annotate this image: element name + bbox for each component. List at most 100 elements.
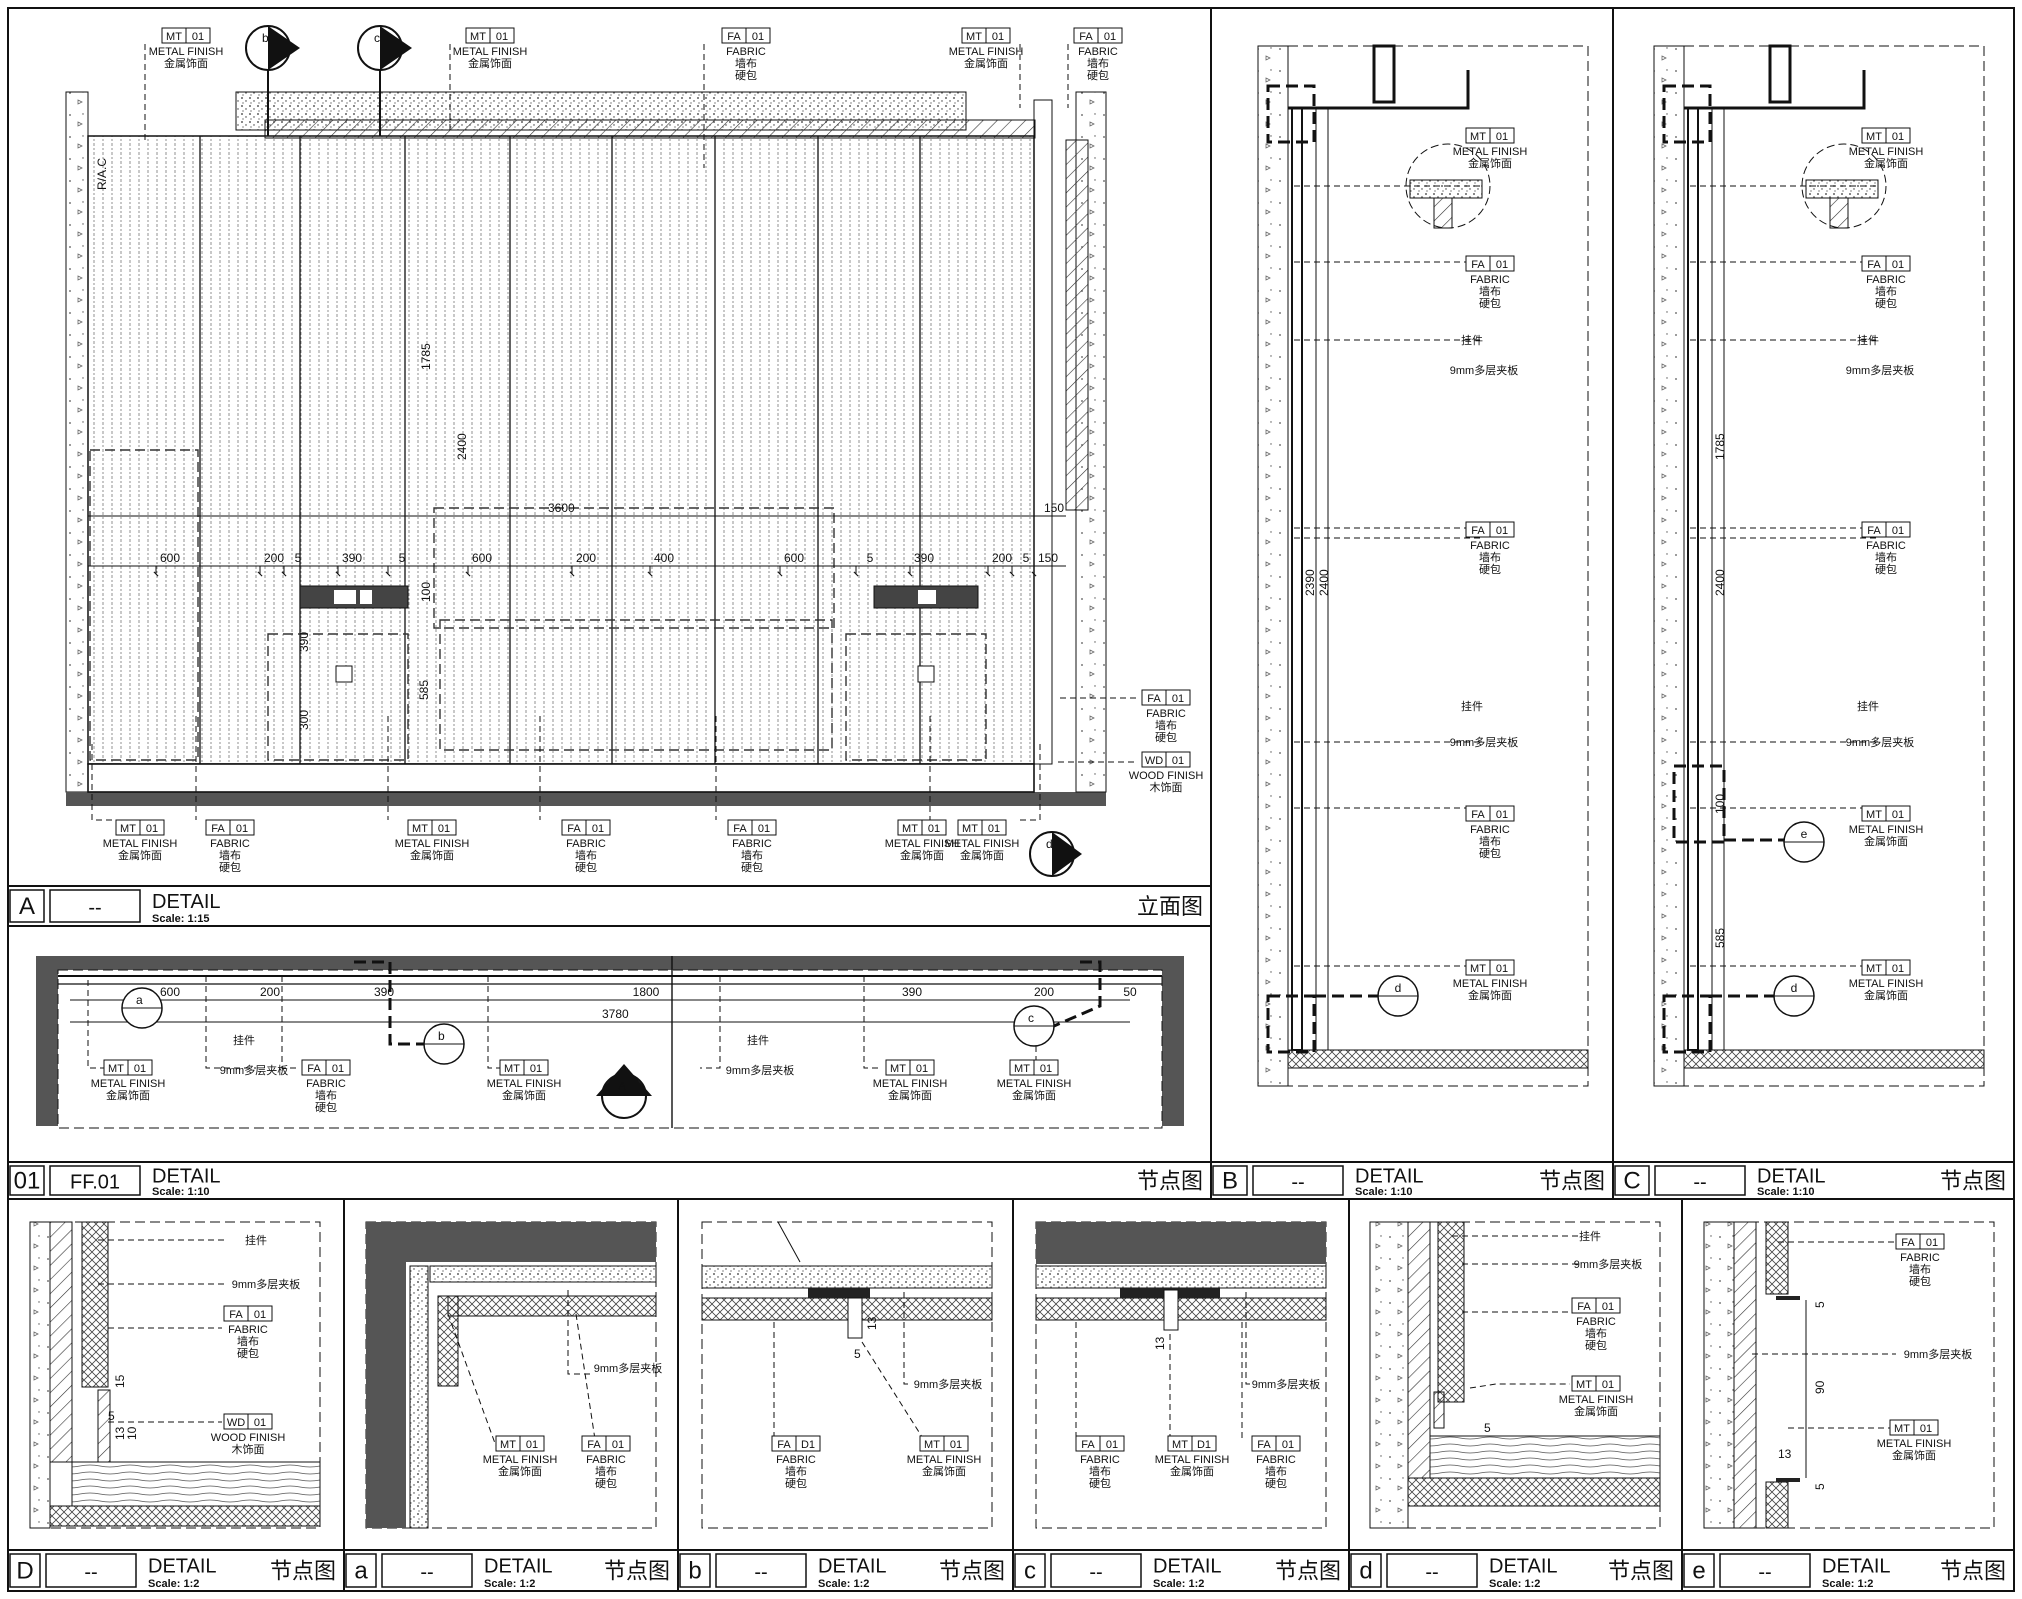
plan-leaders: [87, 976, 1037, 1069]
d-dim-15: 15: [113, 1374, 127, 1388]
dim-value: 150: [1038, 551, 1058, 565]
panel-id: c: [1024, 1558, 1036, 1585]
tag-type: MT: [1894, 1423, 1910, 1435]
tag-desc: 硬包: [1479, 847, 1501, 860]
tag-desc: 硬包: [1089, 1477, 1111, 1490]
tag-type: FA: [1079, 31, 1093, 43]
panel-scale: Scale: 1:2: [1153, 1578, 1204, 1590]
callout-letter: d: [1395, 981, 1402, 995]
detail-callout-box: [1662, 994, 1712, 1054]
tag-desc: METAL FINISH: [885, 838, 960, 850]
tag-desc: METAL FINISH: [453, 46, 528, 58]
panel-code: --: [1693, 1172, 1706, 1194]
fabric-wall-panel: [87, 135, 1035, 765]
tag-desc: 硬包: [1585, 1339, 1607, 1352]
panel-code: --: [754, 1562, 767, 1584]
tag-desc: FABRIC: [586, 1454, 626, 1466]
tag-type: MT: [1866, 963, 1882, 975]
c-dim-13: 13: [1153, 1336, 1167, 1350]
tag-desc: 墙布: [1875, 284, 1897, 298]
panel-code: --: [1758, 1562, 1771, 1584]
tag-desc: 墙布: [735, 56, 757, 70]
dim-value: 600: [472, 551, 492, 565]
detail-frame: [1683, 45, 1985, 1087]
wall-hatch: [1257, 45, 1289, 1087]
tag-desc: 硬包: [575, 861, 597, 874]
panel-edge: [1687, 107, 1699, 1051]
d-small-dim-5: 5: [1484, 1421, 1491, 1435]
tag-code: 01: [916, 1063, 928, 1075]
dim-value: 5: [867, 551, 874, 565]
tag-desc: 墙布: [1089, 1464, 1111, 1478]
tag-type: FA: [1471, 809, 1485, 821]
left-wall-hatch: [65, 91, 89, 793]
tag-desc: 金属饰面: [498, 1464, 542, 1478]
tag-code: 01: [332, 1063, 344, 1075]
dim-value: 200: [260, 985, 280, 999]
skirting: [87, 763, 1035, 793]
tag-desc: 墙布: [237, 1334, 259, 1348]
tag-desc: 金属饰面: [922, 1464, 966, 1478]
panel-edge: [1291, 107, 1303, 1051]
board-label: 9mm多层夹板: [594, 1361, 662, 1375]
tag-desc: 墙布: [1875, 550, 1897, 564]
board-label: 9mm多层夹板: [726, 1063, 794, 1077]
tag-code: 01: [1496, 131, 1508, 143]
callout-e-section: e: [1783, 821, 1825, 863]
tag-type: FA: [1901, 1237, 1915, 1249]
panel-id: e: [1692, 1558, 1705, 1585]
panel-id: B: [1222, 1168, 1238, 1195]
dim-585: 585: [1713, 928, 1727, 948]
floor-layer: [1287, 1049, 1589, 1069]
dim-value: 390: [914, 551, 934, 565]
tag-desc: 硬包: [741, 861, 763, 874]
tag-code: 01: [592, 823, 604, 835]
tag-type: MT: [902, 823, 918, 835]
panel-code: --: [420, 1562, 433, 1584]
tag-desc: FABRIC: [1146, 708, 1186, 720]
svg-text:c: c: [374, 31, 380, 45]
plan-top-wall: [36, 956, 1184, 970]
dim-value: 200: [576, 551, 596, 565]
tag-type: MT: [966, 31, 982, 43]
panel-code: --: [84, 1562, 97, 1584]
side-trim: [1033, 99, 1053, 765]
tag-code: 01: [134, 1063, 146, 1075]
d-dim-10: 10: [125, 1426, 139, 1440]
plan-right-wall: [1162, 956, 1184, 1126]
dim-value: 5: [295, 551, 302, 565]
tag-type: FA: [1081, 1439, 1095, 1451]
tag-desc: 墙布: [315, 1088, 337, 1102]
panel-scale: Scale: 1:10: [1355, 1186, 1412, 1198]
panel-title: DETAIL: [484, 1556, 553, 1578]
tag-desc: 硬包: [315, 1101, 337, 1114]
dim-value: 600: [160, 985, 180, 999]
panel-id: a: [354, 1558, 368, 1585]
tag-desc: METAL FINISH: [483, 1454, 558, 1466]
tag-code: 01: [1104, 31, 1116, 43]
dim-2400: 2400: [455, 433, 469, 460]
tag-desc: 墙布: [1087, 56, 1109, 70]
tag-type: FA: [1867, 525, 1881, 537]
panel-title: DETAIL: [1153, 1556, 1222, 1578]
tag-desc: 墙布: [1155, 718, 1177, 732]
tag-code: 01: [1172, 693, 1184, 705]
tag-desc: FABRIC: [1900, 1252, 1940, 1264]
tag-desc: METAL FINISH: [997, 1078, 1072, 1090]
svg-text:d: d: [1046, 837, 1053, 851]
